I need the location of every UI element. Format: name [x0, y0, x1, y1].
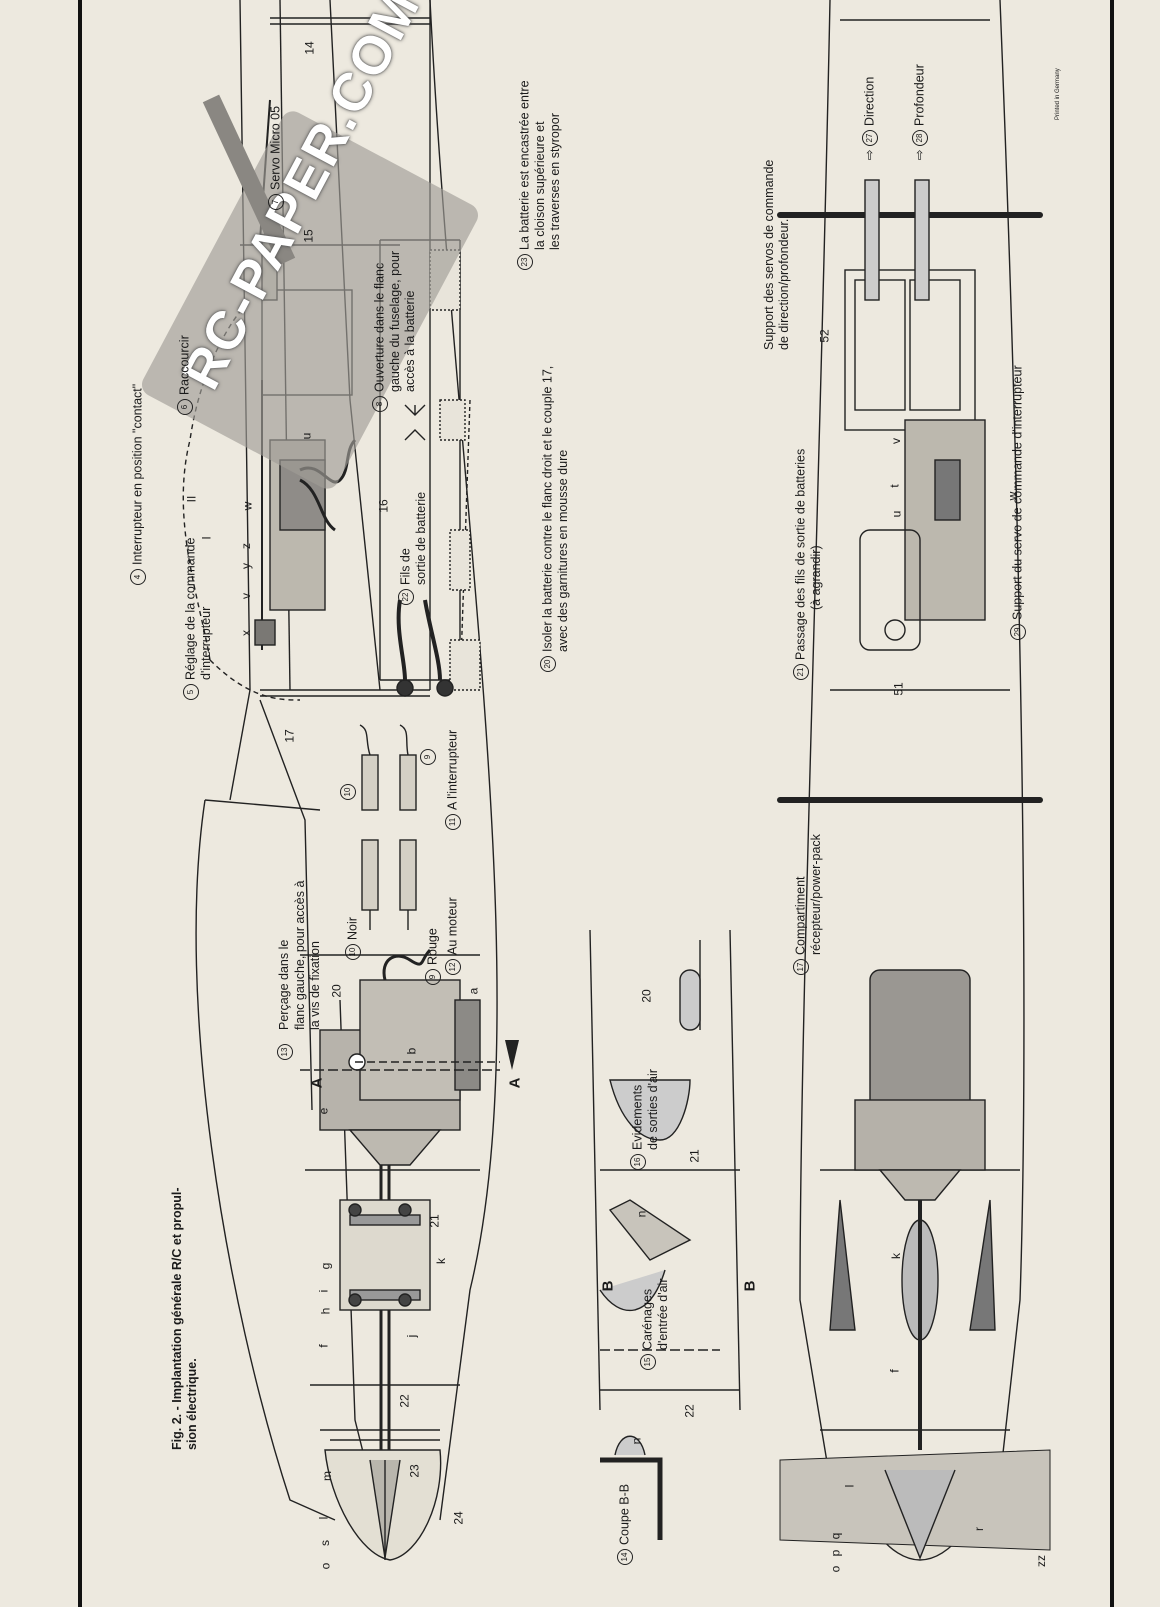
letter-l: l	[316, 1516, 331, 1520]
letter-f-bottom: f	[887, 1369, 902, 1373]
callout-28: ⇨ 28Profondeur	[912, 64, 928, 160]
callout-16: 16Evidements de sorties d'air	[630, 1069, 661, 1170]
letter-z: z	[239, 543, 253, 549]
letter-n-2: n	[629, 1437, 644, 1445]
callout-15: 15Carénages d'entrée d'air	[640, 1279, 671, 1370]
letter-u-bottom: u	[889, 510, 904, 518]
letter-y: y	[239, 563, 253, 569]
part-15: 15	[301, 229, 316, 243]
support-servos-label: Support des servos de commande de direct…	[762, 159, 791, 350]
letter-zz: zz	[1034, 1555, 1048, 1567]
connectors	[359, 724, 417, 930]
letter-b: b	[404, 1047, 419, 1055]
letter-B-top: B	[599, 1280, 617, 1292]
callout-20: 20Isoler la batterie contre le flanc dro…	[540, 366, 571, 672]
callout-6: 6Raccourcir	[177, 335, 193, 415]
section-view	[589, 929, 741, 1540]
motor	[319, 979, 500, 1166]
watermark: RC-PAPER.COM	[100, 0, 483, 510]
letter-w-bottom: w	[1005, 491, 1020, 501]
arrow-icon: ⇨	[862, 146, 877, 160]
callout-14: 14Coupe B-B	[617, 1484, 633, 1565]
letter-B-bottom: B	[741, 1280, 759, 1292]
callout-29: 29Support du servo de commande d'interru…	[1010, 365, 1026, 640]
letter-x: x	[239, 630, 253, 636]
part-20: 20	[329, 984, 344, 998]
callout-22: 22Fils de sortie de batterie	[398, 492, 429, 605]
letter-o-bottom: o	[828, 1565, 843, 1573]
letter-n: n	[634, 1210, 649, 1218]
callout-11: 11A l'interrupteur	[445, 730, 461, 830]
letter-q: q	[828, 1532, 843, 1540]
letter-I: I	[199, 536, 214, 540]
part-14: 14	[302, 41, 317, 55]
letter-l-bottom: l	[842, 1484, 857, 1488]
part-24: 24	[451, 1511, 466, 1525]
left-border	[78, 0, 82, 1607]
letter-w: w	[240, 501, 255, 511]
arrow-icon: ⇨	[912, 146, 927, 160]
letter-u: u	[299, 432, 314, 440]
part-22: 22	[397, 1394, 412, 1408]
part-21: 21	[427, 1214, 442, 1228]
part-17: 17	[282, 729, 297, 743]
callout-9b: 9Rouge	[425, 928, 441, 985]
letter-k-bottom: k	[889, 1253, 903, 1259]
callout-23: 23La batterie est encastrée entre la clo…	[517, 80, 563, 270]
letter-h: h	[318, 1307, 333, 1315]
letter-m: m	[320, 1471, 334, 1481]
printed-in-germany: Printed in Germany	[1055, 68, 1061, 120]
part-23: 23	[407, 1464, 422, 1478]
letter-A-top: A	[308, 1077, 326, 1089]
callout-12: 12Au moteur	[445, 897, 461, 975]
letter-s: s	[318, 1540, 332, 1546]
letter-e: e	[316, 1107, 331, 1115]
figure-caption: Fig. 2. - Implantation générale R/C et p…	[170, 1187, 199, 1450]
part-22b: 22	[682, 1404, 697, 1418]
letter-p: p	[828, 1549, 843, 1557]
part-20b: 20	[639, 989, 654, 1003]
callout-10a: 10	[340, 780, 356, 800]
callout-21: 21Passage des fils de sortie de batterie…	[793, 449, 824, 680]
callout-9a: 9	[420, 745, 436, 765]
part-21b: 21	[687, 1149, 702, 1163]
letter-f: f	[316, 1344, 331, 1348]
letter-A-bottom: A	[506, 1077, 524, 1089]
letter-a: a	[466, 987, 481, 995]
part-52: 52	[817, 329, 832, 343]
letter-II: II	[184, 495, 199, 503]
right-border	[1110, 0, 1114, 1607]
callout-7: 7Servo Micro 05	[268, 106, 284, 210]
letter-v-bottom: v	[889, 438, 903, 444]
letter-i: i	[316, 1289, 331, 1293]
letter-j: j	[404, 1334, 419, 1338]
callout-4: 4Interrupteur en position "contact"	[130, 384, 146, 585]
callout-27: ⇨ 27Direction	[862, 76, 878, 160]
letter-o: o	[318, 1562, 333, 1570]
callout-10b: 10Noir	[345, 917, 361, 960]
letter-k: k	[434, 1258, 448, 1264]
letter-g: g	[318, 1262, 333, 1270]
part-51: 51	[891, 682, 906, 696]
callout-8: 8Ouverture dans le flanc gauche du fusel…	[372, 251, 418, 412]
callout-13: 13Perçage dans le flanc gauche, pour acc…	[277, 881, 323, 1060]
letter-v: v	[239, 593, 253, 599]
letter-r: r	[972, 1527, 986, 1531]
callout-17: 17Compartiment récepteur/power-pack	[793, 834, 824, 975]
callout-5: 5Réglage de la commande d'interrupteur	[183, 538, 214, 700]
part-16: 16	[376, 499, 391, 513]
letter-t: t	[887, 484, 902, 488]
top-view-fuselage	[777, 0, 1051, 1561]
